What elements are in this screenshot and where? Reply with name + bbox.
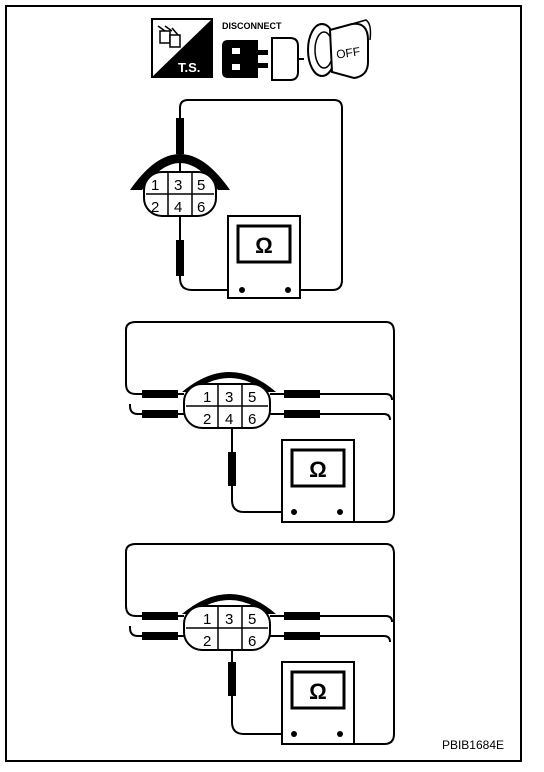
diagram-2: 1 3 5 2 4 6 Ω — [125, 321, 395, 523]
pin-label: 1 — [203, 611, 211, 628]
pin-label: 3 — [225, 389, 233, 406]
ohmmeter-display — [290, 448, 346, 488]
ts-label: T.S. — [178, 60, 200, 75]
connector-hood — [182, 594, 276, 614]
jumper-wire — [129, 626, 184, 637]
ohm-symbol: Ω — [255, 233, 273, 258]
probe-tip — [228, 452, 236, 486]
pin-label: 3 — [174, 177, 182, 194]
ohm-symbol: Ω — [309, 457, 327, 482]
connector-hood — [182, 372, 276, 392]
connector-hood — [130, 154, 230, 190]
ohmmeter-display — [236, 224, 292, 264]
jumper-wire — [125, 321, 395, 523]
probe-tip — [142, 410, 178, 418]
probe-tip — [228, 662, 236, 696]
probe-tip — [176, 118, 184, 154]
jumper-wire — [270, 635, 391, 643]
probe-tip — [142, 390, 178, 398]
jumper-wire — [129, 404, 184, 415]
jumper-wire — [270, 615, 393, 623]
jumper-wire — [125, 543, 395, 745]
test-lead — [231, 428, 292, 513]
pin-label: 5 — [248, 611, 256, 628]
meter-terminal — [337, 731, 343, 737]
key-off-label: OFF — [335, 44, 361, 61]
pin-label: 4 — [174, 199, 182, 216]
ts-icon: T.S. — [151, 18, 213, 78]
pin-label: 4 — [225, 411, 233, 428]
pin-label: 1 — [203, 389, 211, 406]
pin-label: 5 — [197, 177, 205, 194]
probe-tip — [176, 240, 184, 276]
pin-label: 6 — [197, 199, 205, 216]
test-lead-bottom — [179, 216, 242, 291]
meter-terminal — [239, 287, 245, 293]
meter-terminal — [285, 287, 291, 293]
ohmmeter-display — [290, 670, 346, 710]
diagram-1: 1 3 5 2 4 6 Ω — [130, 99, 343, 299]
ohm-symbol: Ω — [309, 679, 327, 704]
probe-tip — [284, 632, 320, 640]
pin-label: 1 — [151, 177, 159, 194]
disconnect-icon: DISCONNECT — [222, 21, 304, 81]
pin-label: 5 — [248, 389, 256, 406]
pin-label: 6 — [248, 633, 256, 650]
ignition-key-off-icon: OFF — [307, 19, 372, 80]
diagram-3: 1 3 5 2 6 Ω — [125, 543, 395, 745]
probe-tip — [142, 612, 178, 620]
probe-tip — [142, 632, 178, 640]
pin-label: 2 — [203, 411, 211, 428]
jumper-wire — [270, 393, 393, 401]
test-lead — [231, 650, 292, 735]
meter-terminal — [291, 731, 297, 737]
pin-label: 2 — [151, 199, 159, 216]
probe-tip — [284, 612, 320, 620]
jumper-wire — [270, 413, 391, 421]
probe-tip — [284, 390, 320, 398]
meter-terminal — [291, 509, 297, 515]
page-border — [5, 5, 522, 762]
test-lead-top — [179, 99, 343, 291]
meter-terminal — [337, 509, 343, 515]
figure-code: PBIB1684E — [441, 738, 504, 752]
pin-label: 3 — [225, 611, 233, 628]
pin-label: 6 — [248, 411, 256, 428]
disconnect-label: DISCONNECT — [222, 21, 282, 31]
probe-tip — [284, 410, 320, 418]
pin-label: 2 — [203, 633, 211, 650]
